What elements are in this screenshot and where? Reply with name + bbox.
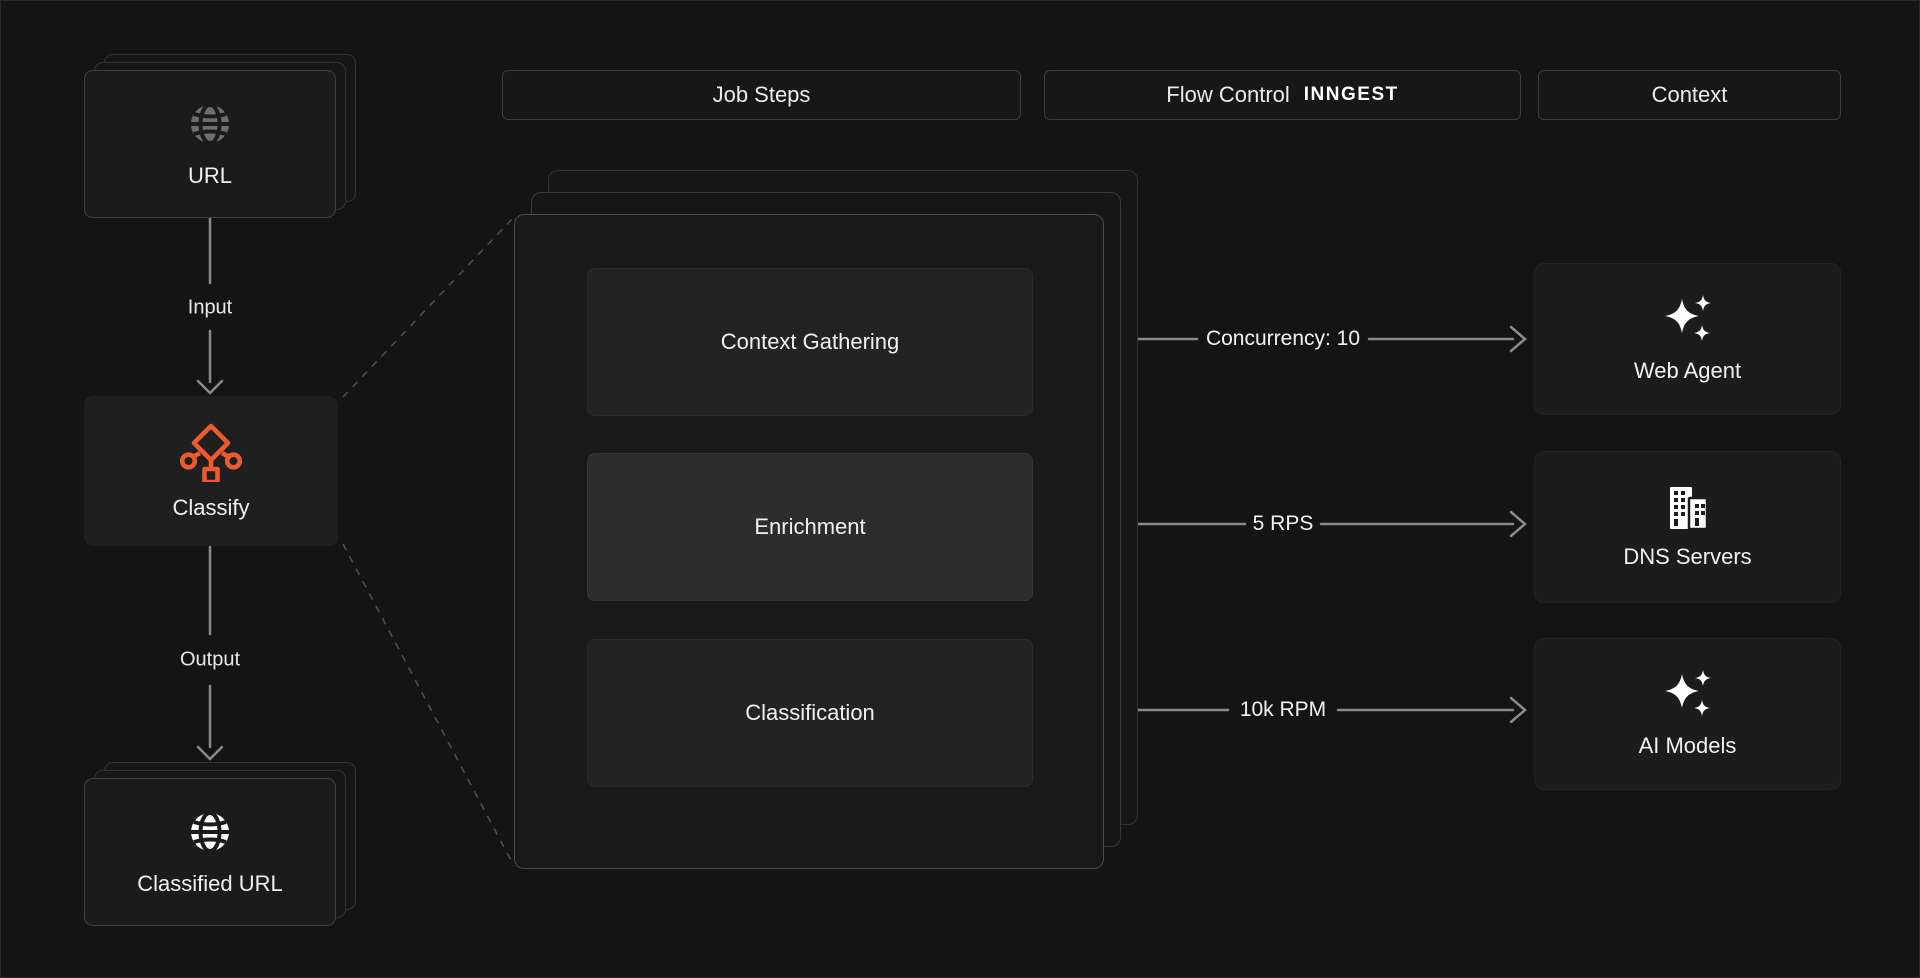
input-edge-label: Input — [187, 296, 233, 319]
classify-branch-icon — [179, 423, 243, 482]
buildings-icon — [1669, 486, 1708, 530]
context-node-label: DNS Servers — [1623, 543, 1752, 569]
context-title: Context — [1651, 82, 1728, 107]
classified-url-node-label: Classified URL — [137, 870, 283, 896]
sparkles-icon — [1664, 669, 1711, 716]
flow-control-label-concurrency: Concurrency: 10 — [1205, 327, 1361, 350]
sparkles-icon — [1664, 294, 1711, 341]
url-node-label: URL — [187, 162, 232, 188]
header-flow-control: Flow Control INNGEST — [1044, 70, 1521, 120]
classify-node-label: Classify — [172, 494, 250, 520]
context-node-label: AI Models — [1638, 732, 1737, 758]
flow-control-label-rps: 5 RPS — [1252, 512, 1314, 535]
header-job-steps: Job Steps — [502, 70, 1021, 120]
context-node-web-agent: Web Agent — [1534, 263, 1841, 415]
globe-icon — [191, 102, 229, 145]
context-node-ai-models: AI Models — [1534, 638, 1841, 790]
url-node: URL — [84, 70, 336, 218]
step-classification: Classification — [587, 639, 1033, 787]
step-label: Enrichment — [754, 514, 866, 539]
globe-icon — [191, 810, 229, 853]
step-enrichment: Enrichment — [587, 453, 1033, 601]
step-label: Classification — [745, 700, 875, 725]
inngest-logo: INNGEST — [1303, 84, 1399, 105]
header-context: Context — [1538, 70, 1841, 120]
flow-control-label-rpm: 10k RPM — [1239, 698, 1327, 721]
classified-url-node: Classified URL — [84, 778, 336, 926]
flow-control-title: Flow Control — [1166, 82, 1290, 107]
context-node-dns-servers: DNS Servers — [1534, 451, 1841, 603]
classify-node: Classify — [84, 396, 338, 546]
output-edge-label: Output — [179, 648, 241, 671]
job-panel: Context Gathering Enrichment Classificat… — [514, 214, 1104, 869]
job-steps-title: Job Steps — [712, 82, 811, 107]
step-label: Context Gathering — [720, 329, 900, 354]
context-node-label: Web Agent — [1633, 357, 1742, 383]
step-context-gathering: Context Gathering — [587, 268, 1033, 416]
